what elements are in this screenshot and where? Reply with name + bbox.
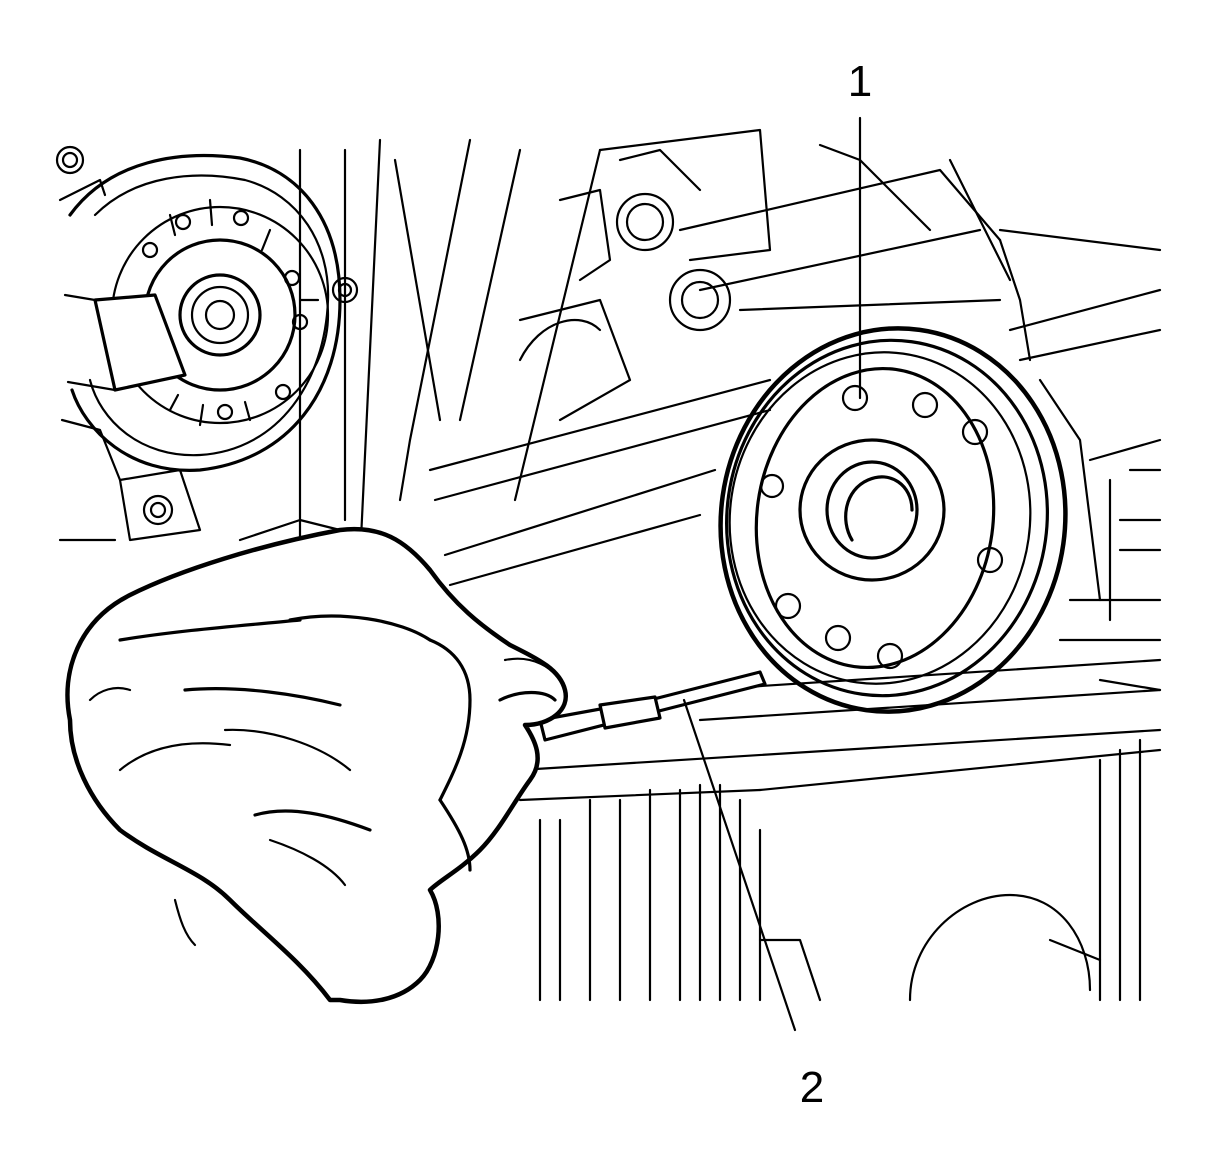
callout-label-2: 2 xyxy=(800,1063,824,1112)
crankshaft-seal-hub xyxy=(718,326,1068,714)
hand-with-tool xyxy=(65,526,767,1005)
leader-line-2 xyxy=(682,698,797,1032)
engine-block-background xyxy=(298,128,1162,1002)
callout-leaders xyxy=(682,116,862,1032)
callout-label-1: 1 xyxy=(848,57,872,106)
camshaft-sprocket-assembly xyxy=(55,145,359,542)
